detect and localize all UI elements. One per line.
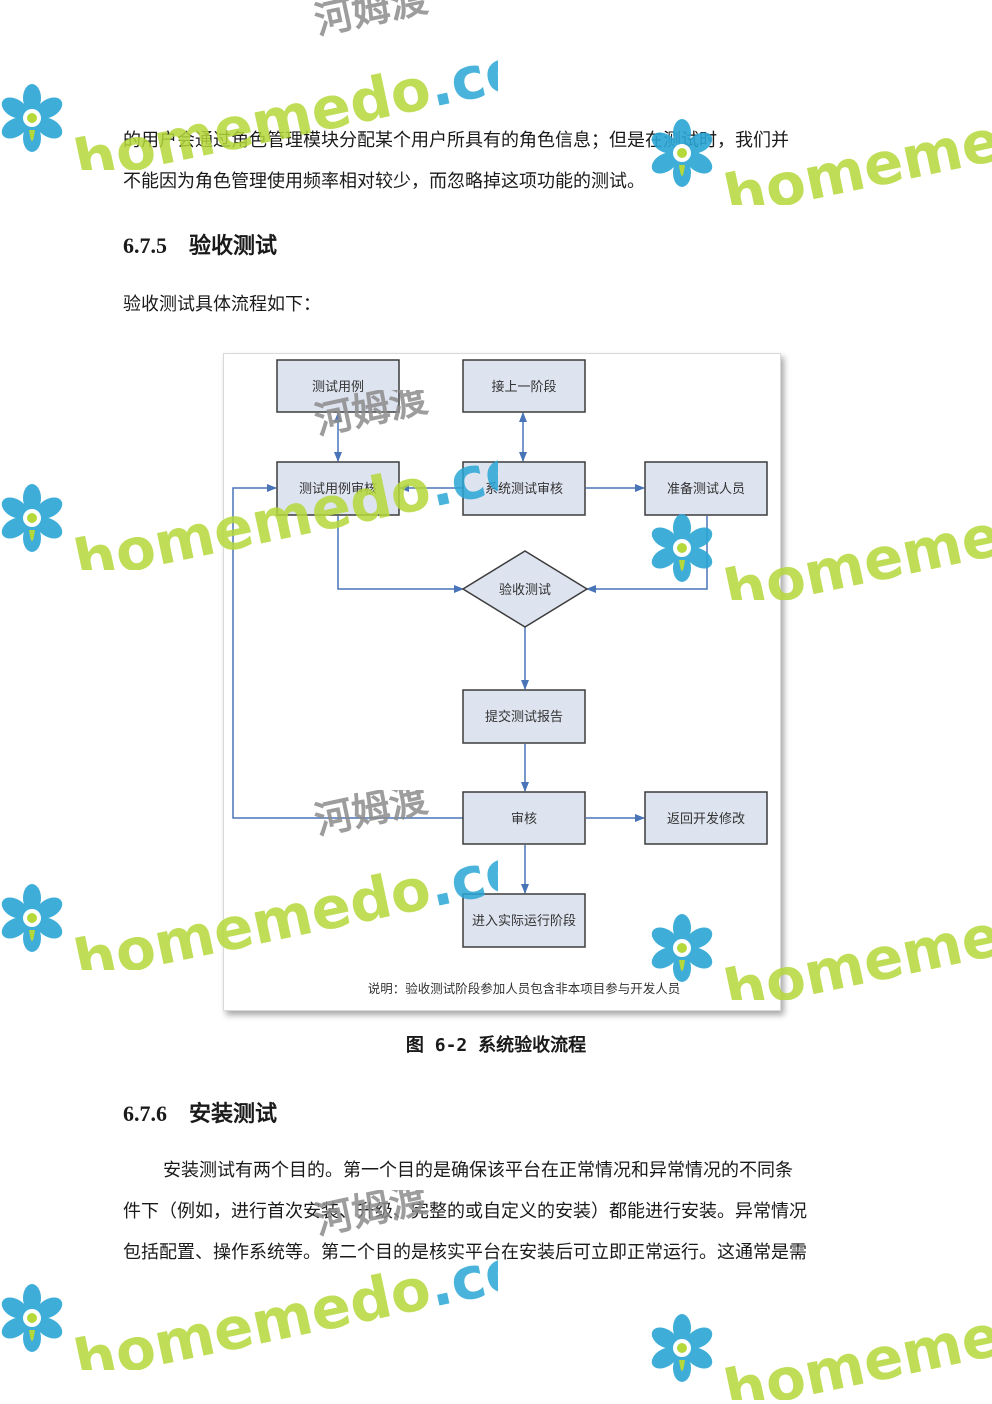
node-enter-operation	[462, 893, 586, 948]
flower-logo-icon	[1, 884, 63, 952]
section-title: 验收测试	[189, 233, 278, 259]
node-return-dev	[644, 791, 768, 845]
arrow-review-loop-back	[232, 484, 463, 819]
node-test-case-review	[276, 461, 400, 516]
flowchart-svg: 测试用例 接上一阶段 测试用例审核 系统测试审核 准备测试人员 验收测试 提交测…	[232, 359, 768, 996]
section-heading-6-7-5: 6.7.5 验收测试	[123, 228, 277, 260]
arrow-prepare-to-acceptance	[586, 516, 708, 593]
node-label: 进入实际运行阶段	[472, 914, 576, 929]
flowchart-note: 说明：验收测试阶段参加人员包含非本项目参与开发人员	[368, 981, 681, 996]
node-acceptance-test	[461, 550, 589, 628]
node-review	[462, 791, 586, 845]
node-label: 返回开发修改	[667, 811, 745, 827]
node-label: 测试用例审核	[299, 482, 377, 497]
node-label: 审核	[511, 812, 537, 827]
arrow-case-review-to-acceptance	[337, 516, 464, 593]
paragraph-line: 包括配置、操作系统等。第二个目的是核实平台在安装后可立即正常运行。这通常是需	[123, 1242, 807, 1263]
flower-logo-icon	[1, 484, 63, 552]
node-prepare-testers	[644, 461, 768, 516]
flower-logo-icon	[1, 84, 63, 152]
section-title: 安装测试	[189, 1101, 278, 1127]
section-heading-6-7-6: 6.7.6 安装测试	[123, 1096, 277, 1128]
figure-caption: 图 6-2 系统验收流程	[405, 1035, 587, 1056]
paragraph-line: 的用户会通过角色管理模块分配某个用户所具有的角色信息；但是在测试时，我们并	[123, 130, 789, 151]
node-submit-report	[462, 689, 586, 744]
flower-logo-icon	[1, 1284, 63, 1352]
node-test-cases	[276, 359, 400, 413]
node-label: 系统测试审核	[485, 482, 563, 497]
node-label: 提交测试报告	[485, 709, 563, 725]
node-prev-stage	[462, 359, 586, 413]
paragraph-line: 不能因为角色管理使用频率相对较少，而忽略掉这项功能的测试。	[123, 171, 645, 192]
section-number: 6.7.5	[123, 233, 167, 258]
node-label: 测试用例	[312, 380, 364, 395]
paragraph-line: 验收测试具体流程如下：	[123, 294, 321, 315]
flowchart-figure: 测试用例 接上一阶段 测试用例审核 系统测试审核 准备测试人员 验收测试 提交测…	[223, 353, 781, 1011]
node-label: 接上一阶段	[491, 379, 556, 395]
node-system-test-review	[462, 461, 586, 516]
node-label: 验收测试	[499, 582, 551, 598]
svg-text:河姆渡: 河姆渡	[311, 0, 432, 43]
paragraph-line: 安装测试有两个目的。第一个目的是确保该平台在正常情况和异常情况的不同条	[163, 1160, 793, 1181]
paragraph-line: 件下（例如，进行首次安装、升级、完整的或自定义的安装）都能进行安装。异常情况	[123, 1201, 807, 1222]
section-number: 6.7.6	[123, 1101, 167, 1126]
node-label: 准备测试人员	[667, 481, 745, 497]
flower-logo-icon	[651, 1314, 713, 1382]
svg-text:homemedo.com: homemedo.com	[718, 1251, 992, 1400]
